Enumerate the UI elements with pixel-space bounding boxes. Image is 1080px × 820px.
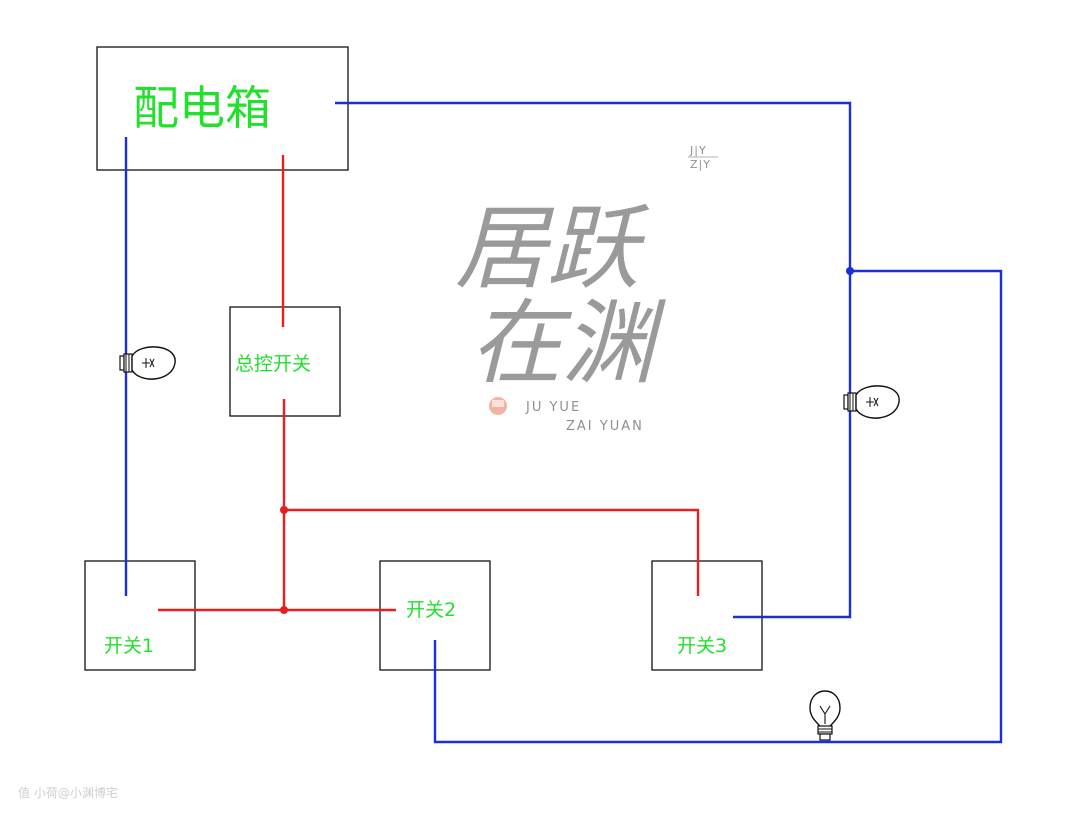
live-junction-upper [280, 506, 288, 514]
bulb-icon [119, 346, 176, 380]
switch1-box [84, 560, 196, 671]
switch1-label: 开关1 [104, 635, 154, 657]
watermark-mascot-icon [489, 397, 507, 415]
live-junction-lower [280, 606, 288, 614]
corner-credit: 值 小荷@小渊博宅 [18, 785, 118, 800]
switch2-label: 开关2 [406, 599, 456, 621]
watermark: 居跃 在渊 JU YUE ZAI YUAN J|Y Z|Y [455, 144, 718, 434]
watermark-logo-line1: 居跃 [455, 195, 650, 302]
watermark-logo-line2: 在渊 [470, 290, 666, 397]
bulb-icon [843, 385, 900, 419]
live-wire-to-switch3 [284, 508, 700, 596]
watermark-monogram-bottom: Z|Y [690, 158, 711, 171]
live-wire-network [158, 155, 700, 614]
neutral-junction [846, 267, 854, 275]
bulb-icon [809, 690, 841, 741]
watermark-monogram-top: J|Y [689, 144, 707, 157]
watermark-brand-line2: ZAI YUAN [566, 419, 644, 434]
distribution-box [96, 46, 349, 171]
watermark-brand-line1: JU YUE [525, 400, 581, 415]
switch3-label: 开关3 [677, 635, 727, 657]
distribution-box-label: 配电箱 [133, 81, 271, 135]
load-wire-switch2 [433, 269, 1003, 744]
switch3-box [651, 560, 763, 671]
master-switch-label: 总控开关 [235, 353, 311, 375]
neutral-wire-main [335, 101, 852, 619]
